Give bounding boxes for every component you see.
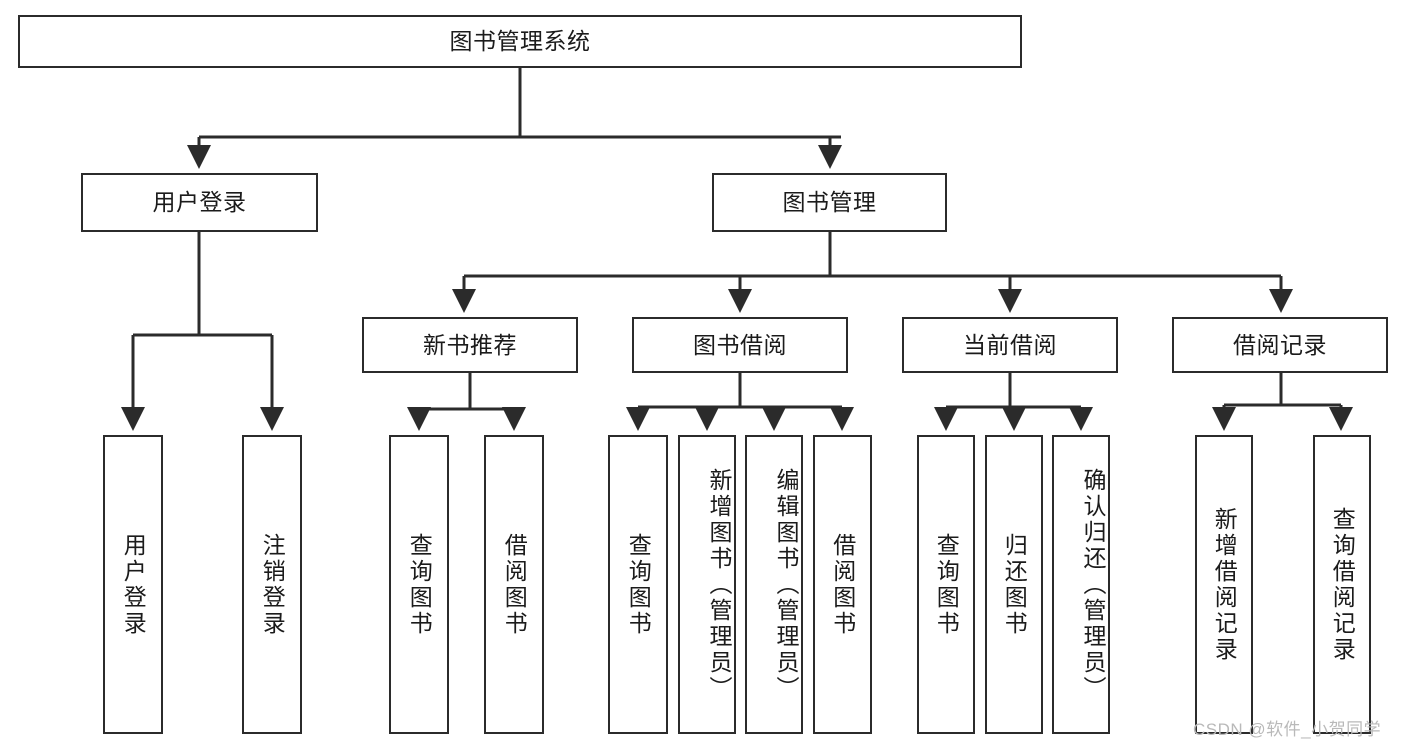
leaf-confirm-return-admin[interactable]: 确认归还（管理员） <box>1052 435 1110 734</box>
leaf-user-login[interactable]: 用户登录 <box>103 435 163 734</box>
leaf-edit-book-admin[interactable]: 编辑图书（管理员） <box>745 435 803 734</box>
leaf-user-logout[interactable]: 注销登录 <box>242 435 302 734</box>
leaf-borrow-book-recommend[interactable]: 借阅图书 <box>484 435 544 734</box>
csdn-watermark: CSDN @软件_小贺同学 <box>1193 720 1382 739</box>
leaf-add-book-admin[interactable]: 新增图书（管理员） <box>678 435 736 734</box>
leaf-query-book-current[interactable]: 查询图书 <box>917 435 975 734</box>
node-new-book-recommend[interactable]: 新书推荐 <box>362 317 578 373</box>
node-current-borrow[interactable]: 当前借阅 <box>902 317 1118 373</box>
leaf-query-book-recommend[interactable]: 查询图书 <box>389 435 449 734</box>
leaf-add-borrow-record[interactable]: 新增借阅记录 <box>1195 435 1253 734</box>
node-borrow-record[interactable]: 借阅记录 <box>1172 317 1388 373</box>
leaf-return-book[interactable]: 归还图书 <box>985 435 1043 734</box>
node-root[interactable]: 图书管理系统 <box>18 15 1022 68</box>
leaf-query-book-borrow[interactable]: 查询图书 <box>608 435 668 734</box>
leaf-query-borrow-record[interactable]: 查询借阅记录 <box>1313 435 1371 734</box>
leaf-borrow-book[interactable]: 借阅图书 <box>813 435 872 734</box>
node-book-management[interactable]: 图书管理 <box>712 173 947 232</box>
node-user-login[interactable]: 用户登录 <box>81 173 318 232</box>
node-book-borrow[interactable]: 图书借阅 <box>632 317 848 373</box>
